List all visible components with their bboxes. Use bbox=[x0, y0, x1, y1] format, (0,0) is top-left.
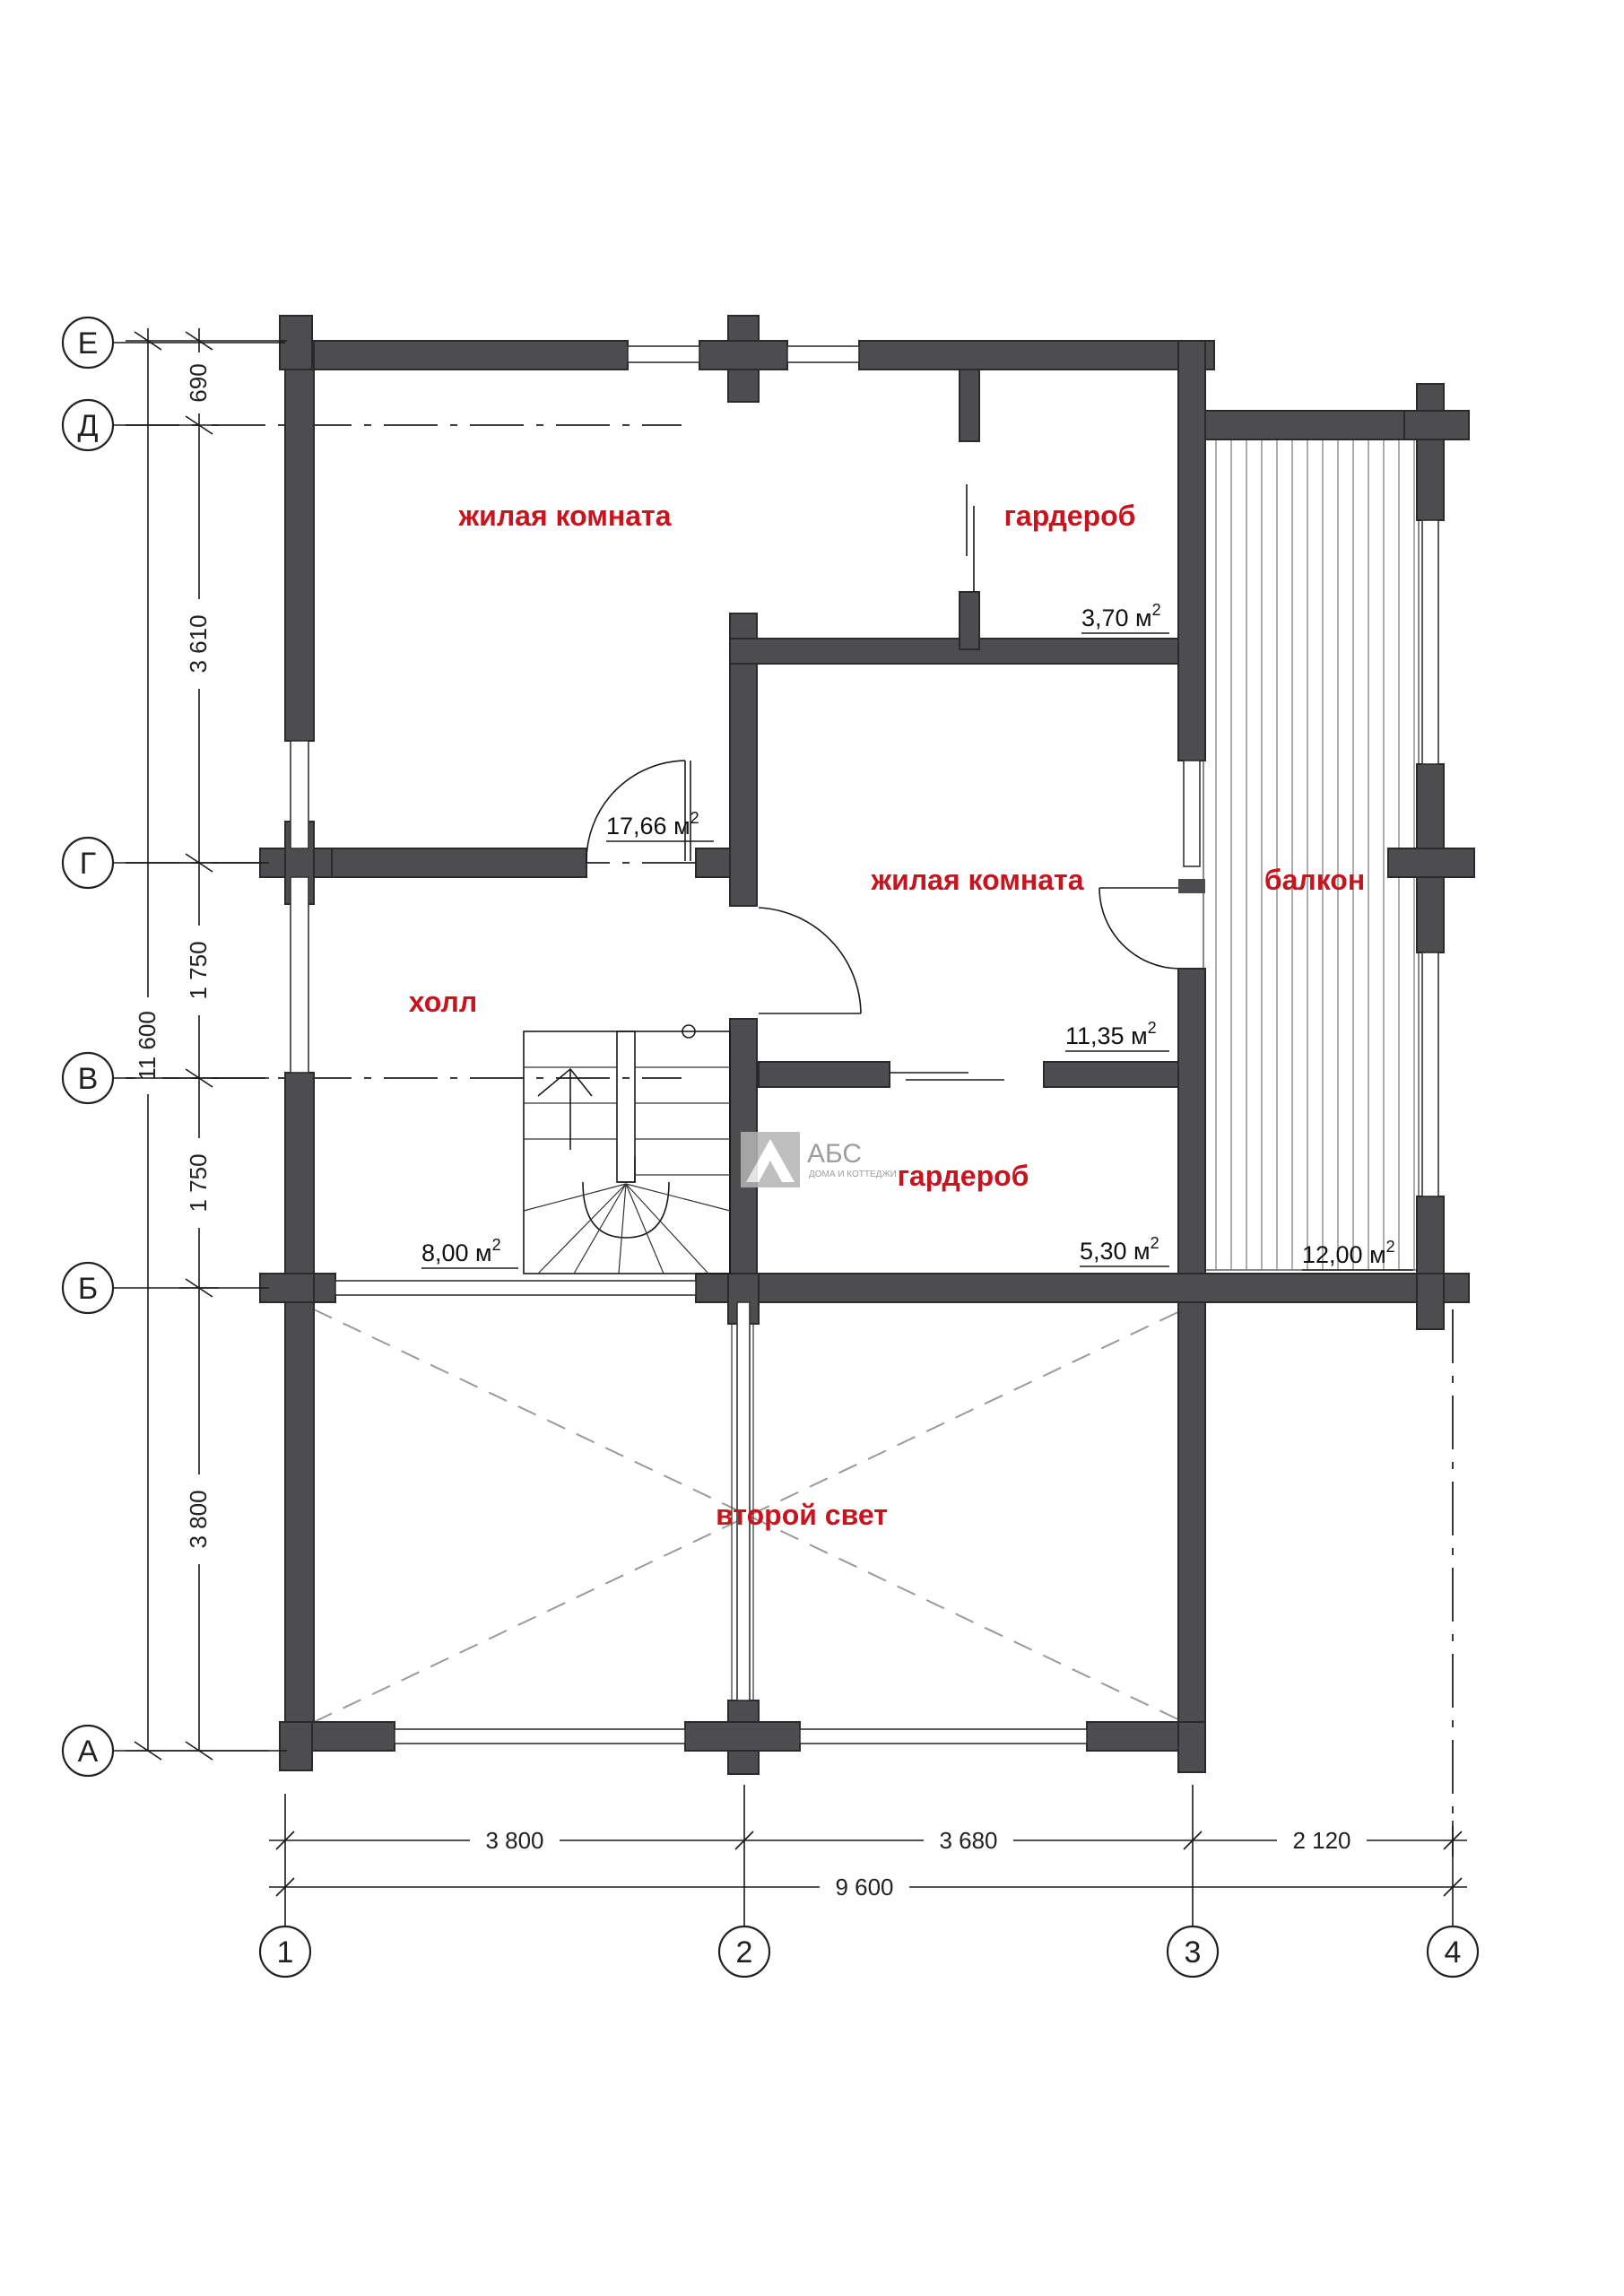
area-hall: 8,00 м2 bbox=[421, 1236, 501, 1266]
dim-d-g: 3 610 bbox=[185, 614, 212, 673]
axis-label-1: 1 bbox=[277, 1935, 294, 1970]
room-label-hall: холл bbox=[409, 986, 477, 1018]
dim-c2-c3: 3 680 bbox=[939, 1827, 997, 1854]
room-label-living-1: жилая комната bbox=[457, 500, 671, 532]
area-wardrobe-1: 3,70 м2 bbox=[1081, 601, 1161, 631]
room-label-second-light: второй свет bbox=[716, 1499, 888, 1531]
vertical-dimensions: 690 3 610 1 750 1 750 3 800 11 600 bbox=[126, 328, 287, 1761]
area-living-1: 17,66 м2 bbox=[606, 809, 699, 839]
axis-label-b: Б bbox=[78, 1272, 98, 1306]
area-balcony: 12,00 м2 bbox=[1302, 1238, 1395, 1268]
axis-label-3: 3 bbox=[1185, 1935, 1202, 1970]
dim-total-horizontal: 9 600 bbox=[835, 1874, 893, 1900]
axis-label-e: Е bbox=[78, 326, 99, 361]
area-labels: 17,66 м2 3,70 м2 11,35 м2 8,00 м2 5,30 м… bbox=[421, 601, 1413, 1271]
axis-label-2: 2 bbox=[736, 1935, 753, 1970]
axis-label-a: А bbox=[78, 1735, 99, 1769]
room-label-wardrobe-2: гардероб bbox=[898, 1160, 1029, 1192]
room-label-wardrobe-1: гардероб bbox=[1004, 500, 1136, 532]
dim-g-v: 1 750 bbox=[185, 941, 212, 999]
area-living-2: 11,35 м2 bbox=[1065, 1019, 1157, 1049]
axis-label-4: 4 bbox=[1445, 1935, 1462, 1970]
dim-b-a: 3 800 bbox=[185, 1490, 212, 1548]
row-axis-bubbles: Е Д Г В Б А bbox=[61, 316, 285, 1778]
watermark-logo: АБС ДОМА И КОТТЕДЖИ bbox=[741, 1132, 897, 1187]
balcony-floor bbox=[1203, 439, 1420, 1271]
dim-c1-c2: 3 800 bbox=[485, 1827, 543, 1854]
windows bbox=[290, 345, 1439, 1744]
dim-e-d: 690 bbox=[185, 363, 212, 402]
horizontal-dimensions: 3 800 3 680 2 120 9 600 bbox=[269, 1785, 1467, 1910]
axis-label-d: Д bbox=[77, 409, 98, 443]
second-light-void bbox=[313, 1309, 1185, 1723]
room-label-living-2: жилая комната bbox=[870, 864, 1083, 896]
walls bbox=[279, 340, 1468, 1752]
area-wardrobe-2: 5,30 м2 bbox=[1080, 1234, 1159, 1265]
staircase bbox=[523, 1024, 731, 1274]
dim-total-vertical: 11 600 bbox=[134, 1011, 161, 1081]
room-label-balcony: балкон bbox=[1264, 864, 1365, 896]
room-labels: жилая комната гардероб жилая комната бал… bbox=[409, 500, 1365, 1531]
dim-v-b: 1 750 bbox=[185, 1153, 212, 1212]
axis-label-g: Г bbox=[80, 847, 96, 881]
logo-tagline: ДОМА И КОТТЕДЖИ bbox=[809, 1170, 897, 1179]
axis-label-v: В bbox=[78, 1062, 99, 1096]
dim-c3-c4: 2 120 bbox=[1292, 1827, 1350, 1854]
doors bbox=[586, 484, 1205, 1081]
logo-name: АБС bbox=[807, 1139, 862, 1169]
column-axis-bubbles: 1 2 3 4 bbox=[258, 1910, 1480, 1979]
